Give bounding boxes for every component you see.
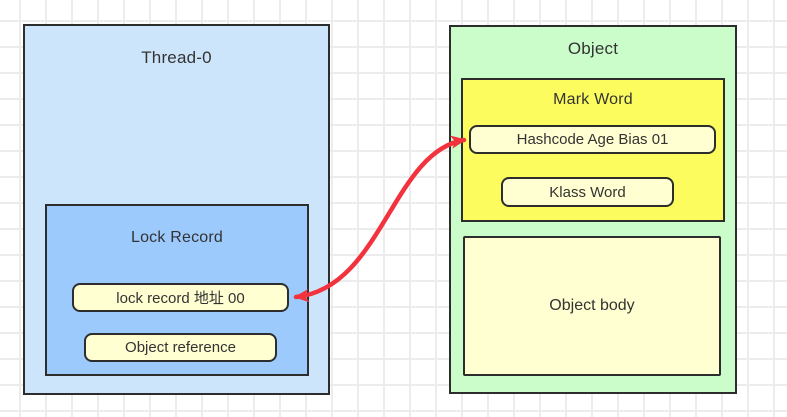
- object-body-label: Object body: [549, 297, 635, 314]
- hashcode-age-bias-label: Hashcode Age Bias 01: [516, 131, 669, 148]
- mark-word-title: Mark Word: [553, 91, 633, 108]
- hashcode-age-bias-pill: Hashcode Age Bias 01: [469, 125, 716, 154]
- object-title: Object: [567, 39, 619, 58]
- object-body-box: Object body: [463, 236, 721, 376]
- object-reference-label: Object reference: [125, 339, 236, 356]
- thread-0-title: Thread-0: [141, 48, 212, 67]
- lock-record-title: Lock Record: [130, 229, 224, 246]
- klass-word-pill: Klass Word: [501, 177, 674, 207]
- lock-record-address-label: lock record 地址 00: [116, 290, 245, 307]
- lock-record-address-pill: lock record 地址 00: [72, 283, 289, 312]
- klass-word-label: Klass Word: [549, 183, 626, 201]
- object-reference-pill: Object reference: [84, 333, 277, 362]
